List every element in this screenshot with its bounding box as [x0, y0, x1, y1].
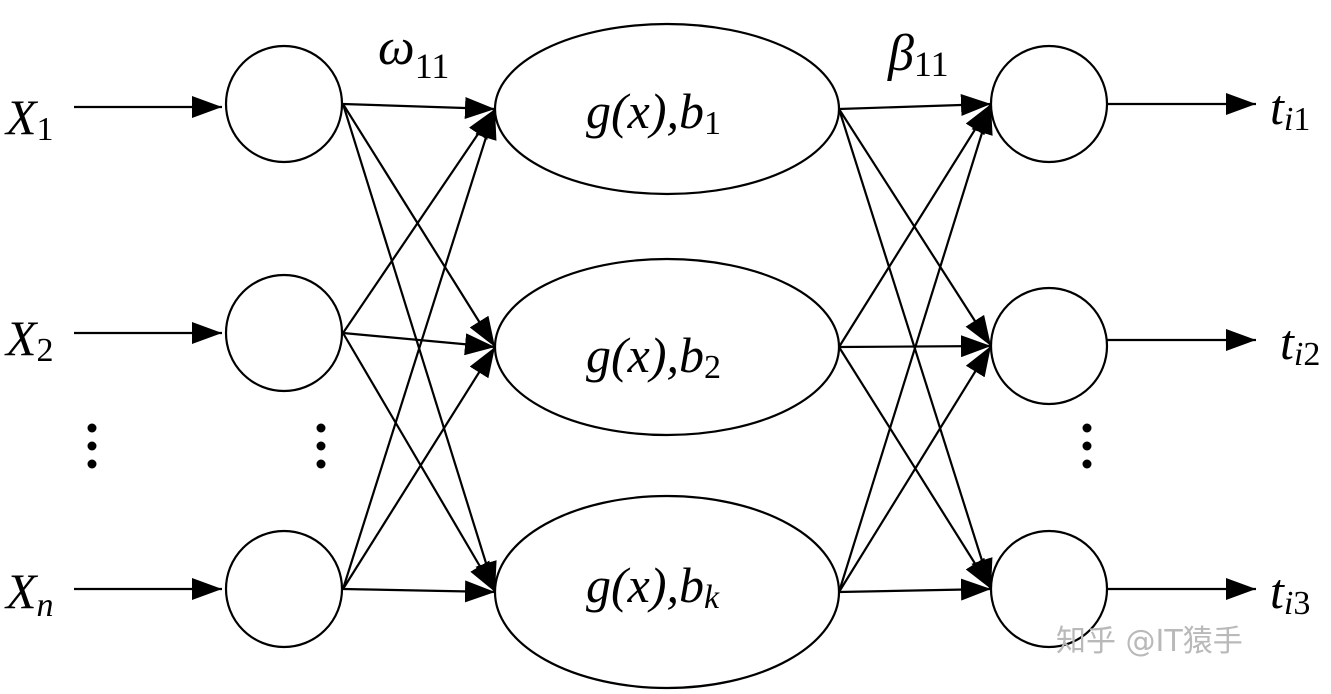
ellipsis-output: [1082, 423, 1092, 469]
ellipsis-input-node: [316, 423, 326, 469]
input-label-n: Xn: [4, 563, 54, 624]
output-layer: [989, 44, 1109, 649]
edge-hidden-3-output-1: [837, 103, 993, 593]
hidden-node-2: [493, 257, 841, 437]
hidden-labels: g(x),b1 g(x),b2 g(x),bk: [586, 83, 721, 616]
edge-hidden-1-output-1: [838, 93, 992, 116]
output-label-2: ti2: [1280, 314, 1320, 373]
input-label-1: X1: [4, 89, 54, 148]
edge-input-1-hidden-1: [342, 97, 496, 120]
ellipsis-input: [87, 423, 97, 469]
edge-input-2-hidden-1: [342, 108, 496, 334]
watermark: 知乎 @IT猿手: [1056, 624, 1243, 659]
output-label-3: ti3: [1270, 563, 1310, 622]
edge-input-2-hidden-2: [342, 331, 496, 356]
hidden-node-1: [493, 22, 841, 196]
connection-edges: [341, 93, 993, 603]
input-labels: X1 X2 Xn: [4, 89, 54, 624]
input-node-1: [224, 44, 344, 164]
output-node-1: [989, 44, 1109, 164]
edge-input-3-hidden-3: [342, 580, 496, 603]
input-layer: [224, 44, 344, 649]
input-node-n: [224, 529, 344, 649]
edge-hidden-3-output-3: [838, 578, 992, 601]
edge-hidden-2-output-1: [838, 103, 992, 348]
hidden-label-2: g(x),b2: [586, 327, 721, 386]
weight-label-beta: β11: [887, 25, 949, 84]
input-label-2: X2: [4, 310, 54, 369]
output-node-3: [989, 529, 1109, 649]
output-label-1: ti1: [1270, 79, 1310, 138]
hidden-label-1: g(x),b1: [586, 83, 721, 142]
hidden-node-k: [493, 494, 841, 690]
edge-input-3-hidden-2: [342, 346, 496, 590]
input-node-2: [224, 273, 344, 393]
hidden-label-k: g(x),bk: [586, 557, 720, 616]
output-labels: ti1 ti2 ti3: [1270, 79, 1320, 622]
edge-hidden-3-output-2: [838, 345, 992, 593]
weight-label-omega: ω11: [378, 19, 449, 86]
output-node-2: [989, 286, 1109, 406]
output-arrows: [1107, 93, 1256, 600]
input-arrows: [74, 96, 222, 600]
edge-input-2-hidden-3: [342, 332, 496, 593]
edge-input-1-hidden-2: [342, 103, 496, 348]
hidden-layer: [493, 22, 841, 690]
edge-input-3-hidden-1: [341, 108, 497, 590]
